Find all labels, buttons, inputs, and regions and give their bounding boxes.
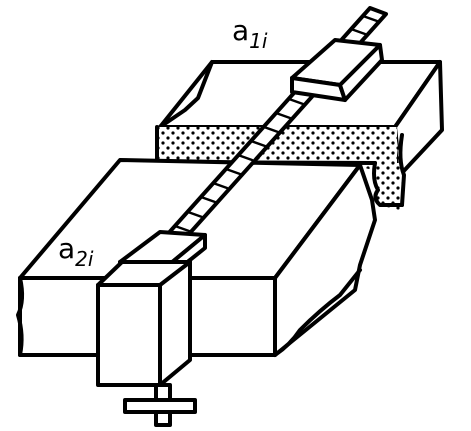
- label-a1i-main: a: [232, 14, 249, 47]
- label-a2i-main: a: [58, 232, 75, 265]
- label-a2i-sub: 2i: [75, 247, 94, 271]
- upper-clamp: [290, 38, 384, 102]
- label-a1i-sub: 1i: [249, 29, 268, 53]
- lower-clamp-body: [96, 258, 192, 387]
- clamp-screw: [123, 383, 197, 427]
- label-a2i: a2i: [58, 232, 94, 271]
- label-a1i: a1i: [232, 14, 268, 53]
